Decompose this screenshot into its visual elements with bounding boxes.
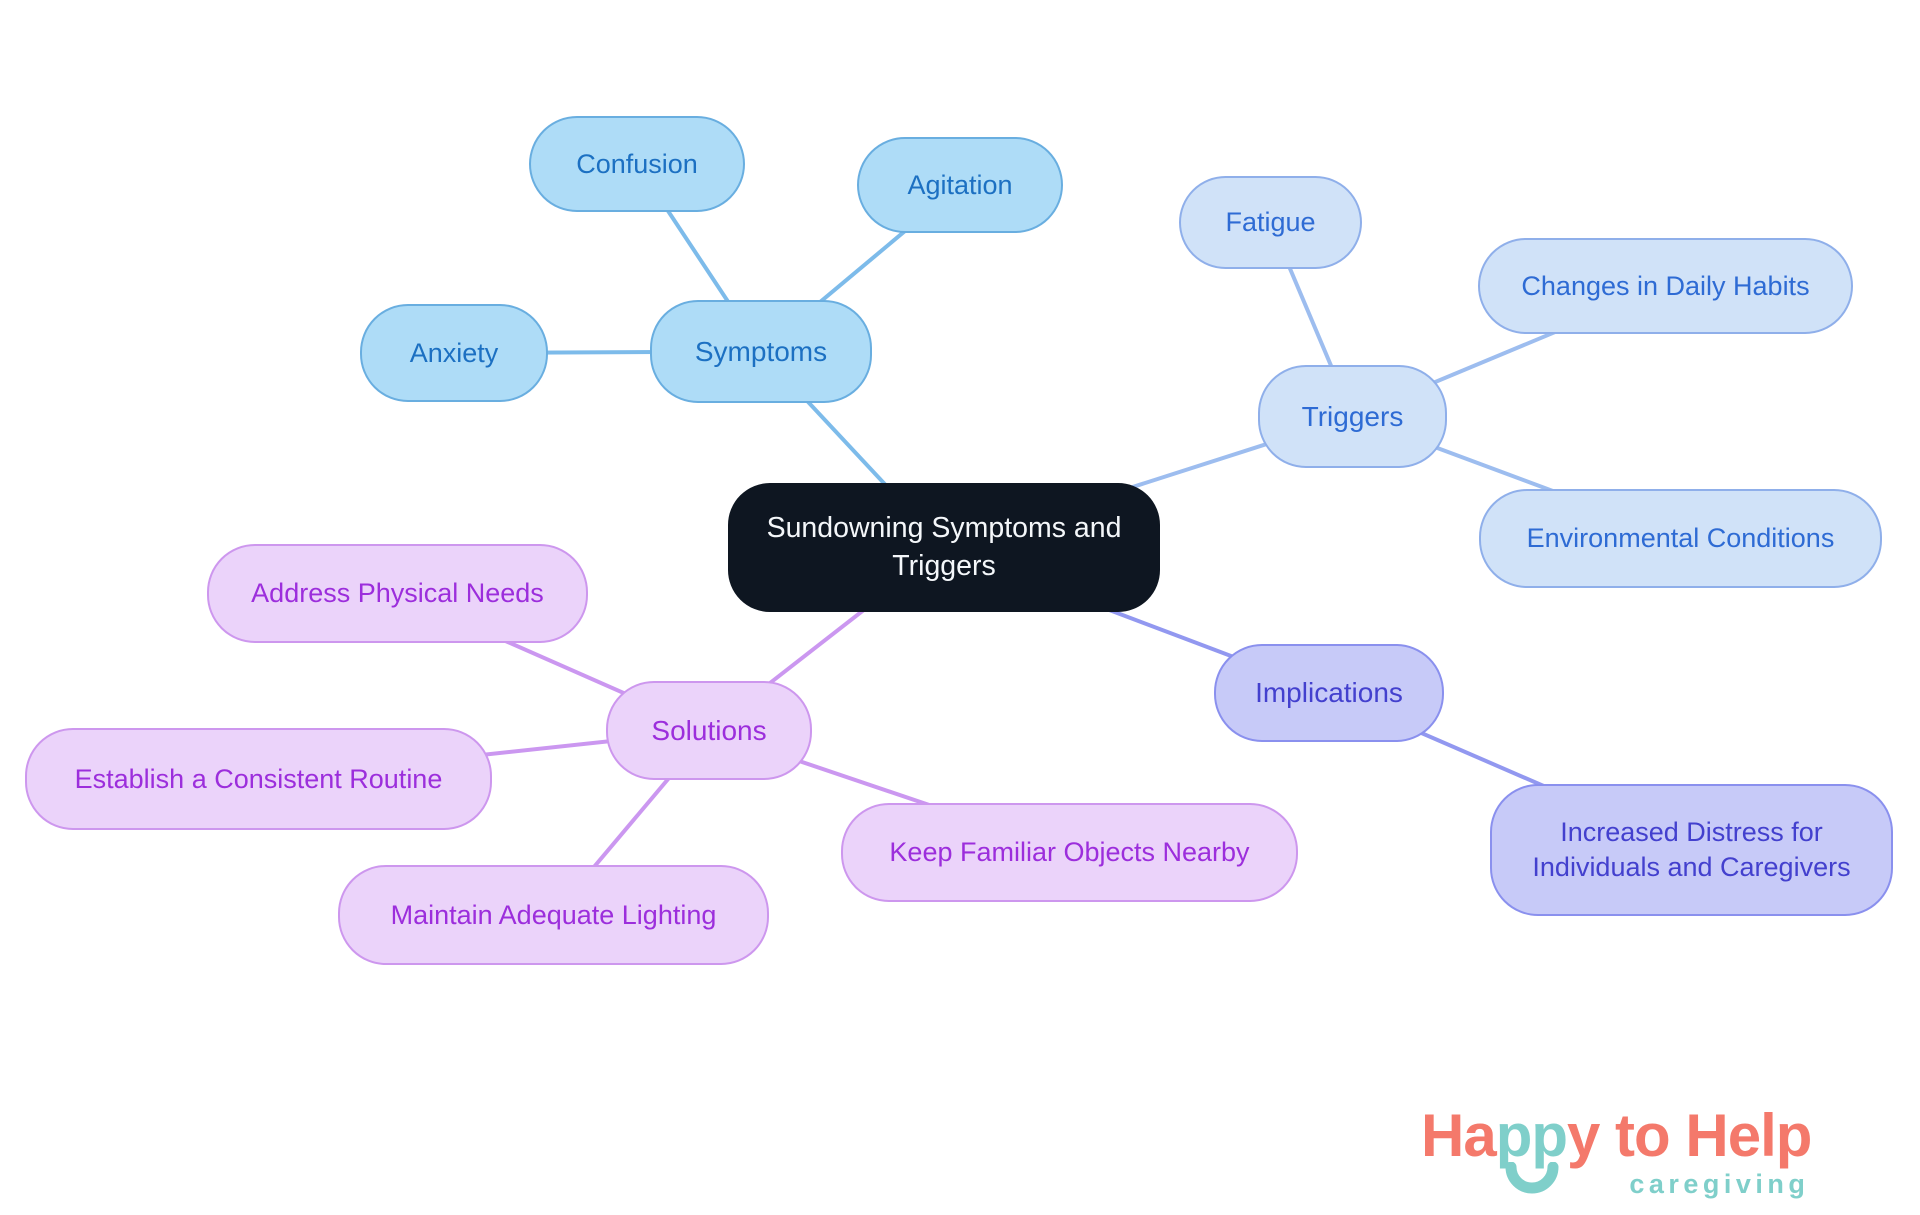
- node-label: Maintain Adequate Lighting: [390, 899, 717, 930]
- logo-tagline: caregiving: [1629, 1169, 1810, 1199]
- mindmap-node-increased-distress[interactable]: Increased Distress for Individuals and C…: [1490, 784, 1893, 916]
- smile-arc: [1505, 1162, 1559, 1194]
- node-label: Solutions: [651, 714, 767, 746]
- logo-text-ha: Ha: [1421, 1102, 1497, 1169]
- node-label: Address Physical Needs: [251, 578, 544, 609]
- logo-wordmark: Happy to Help: [1421, 1102, 1812, 1169]
- node-label: Increased Distress for Individuals and C…: [1532, 817, 1851, 882]
- logo-text-to: to: [1599, 1102, 1686, 1169]
- mindmap-node-establish-consistent-routine[interactable]: Establish a Consistent Routine: [25, 728, 492, 830]
- node-label: Sundowning Symptoms and Triggers: [766, 511, 1122, 582]
- node-label: Agitation: [907, 169, 1013, 200]
- node-label: Fatigue: [1225, 207, 1316, 238]
- mindmap-node-environmental-conditions[interactable]: Environmental Conditions: [1479, 489, 1882, 588]
- node-label: Environmental Conditions: [1526, 523, 1835, 554]
- mindmap-node-fatigue[interactable]: Fatigue: [1179, 176, 1362, 269]
- logo-text-y: y: [1567, 1102, 1600, 1169]
- mindmap-node-symptoms[interactable]: Symptoms: [650, 300, 872, 403]
- node-label: Changes in Daily Habits: [1521, 270, 1810, 301]
- happy-to-help-logo: Happy to Help caregiving: [1421, 1102, 1812, 1200]
- mindmap-node-central[interactable]: Sundowning Symptoms and Triggers: [728, 483, 1160, 612]
- mindmap-node-confusion[interactable]: Confusion: [529, 116, 745, 212]
- mindmap-node-maintain-adequate-lighting[interactable]: Maintain Adequate Lighting: [338, 865, 769, 965]
- node-label: Anxiety: [409, 337, 499, 368]
- node-label: Establish a Consistent Routine: [74, 763, 443, 794]
- mindmap-node-triggers[interactable]: Triggers: [1258, 365, 1447, 468]
- node-label: Triggers: [1301, 400, 1404, 432]
- smile-icon: [1505, 1162, 1559, 1194]
- node-label: Symptoms: [694, 335, 828, 367]
- mindmap-node-keep-familiar-objects-nearby[interactable]: Keep Familiar Objects Nearby: [841, 803, 1298, 902]
- mindmap-node-address-physical-needs[interactable]: Address Physical Needs: [207, 544, 588, 643]
- node-label: Confusion: [576, 148, 698, 179]
- mindmap-node-implications[interactable]: Implications: [1214, 644, 1444, 742]
- mindmap-node-changes-in-daily-habits[interactable]: Changes in Daily Habits: [1478, 238, 1853, 334]
- node-label: Keep Familiar Objects Nearby: [889, 837, 1250, 868]
- logo-text-pp: pp: [1495, 1102, 1568, 1169]
- node-label: Implications: [1255, 677, 1403, 709]
- mindmap-node-agitation[interactable]: Agitation: [857, 137, 1063, 233]
- mindmap-node-anxiety[interactable]: Anxiety: [360, 304, 548, 402]
- logo-text-help: Help: [1685, 1102, 1812, 1169]
- mindmap-node-solutions[interactable]: Solutions: [606, 681, 812, 780]
